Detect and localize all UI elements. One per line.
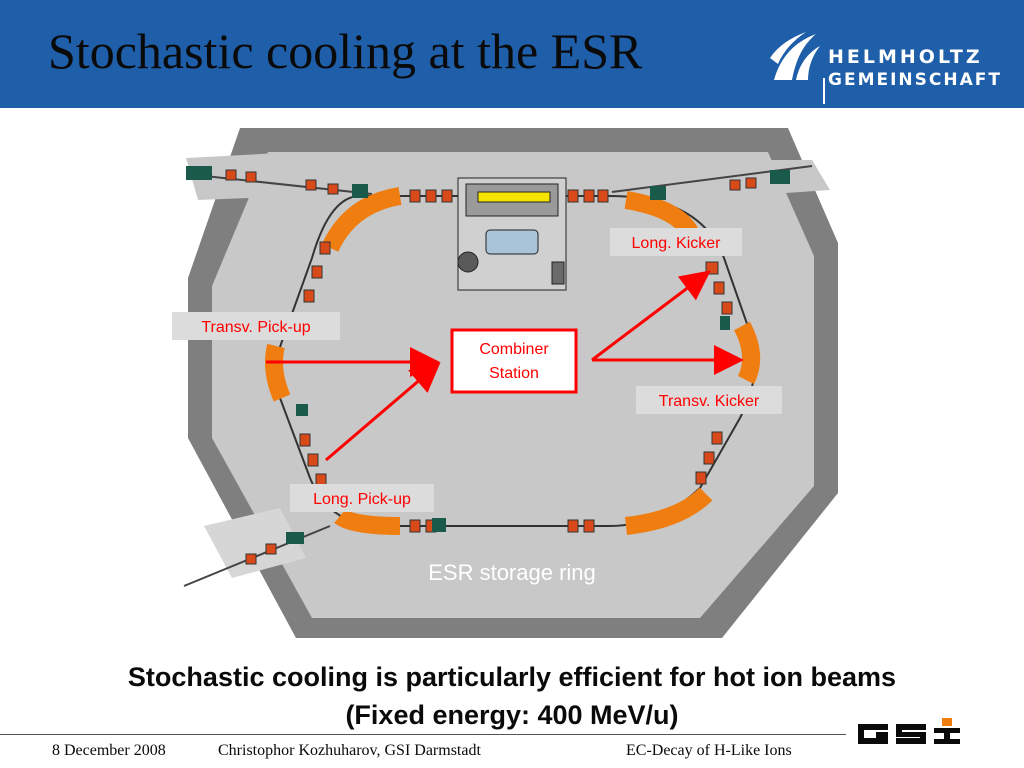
footer-author: Christophor Kozhuharov, GSI Darmstadt (218, 742, 481, 759)
caption-line1: Stochastic cooling is particularly effic… (127, 662, 897, 692)
combiner-station-box (450, 328, 578, 394)
arrow-combiner-to-long-kicker (591, 270, 711, 362)
combiner-cabinet (457, 177, 567, 291)
transv-kicker-label-bg (636, 386, 782, 414)
gsi-logo (856, 716, 966, 750)
arrow-long-pickup-to-combiner (325, 362, 441, 462)
dipole-top-left (321, 187, 402, 253)
long-pickup-label: Long. Pick-up (313, 491, 411, 508)
beamline-channel-lower-left (204, 508, 306, 578)
dipole-bottom-right (624, 487, 713, 535)
long-pickup-label-bg (290, 484, 434, 512)
signal-arrows (266, 270, 744, 462)
transv-pickup-label: Transv. Pick-up (201, 319, 310, 336)
esr-storage-ring-label: ESR storage ring (428, 560, 596, 585)
dipole-right (733, 321, 761, 385)
helmholtz-logo: HELMHOLTZ GEMEINSCHAFT (766, 22, 1006, 104)
footer-divider (0, 734, 846, 735)
transfer-line-upper-left (185, 173, 373, 195)
helmholtz-swoosh-icon (770, 32, 820, 80)
combiner-station-label-line1: Combiner (479, 341, 549, 358)
green-element-group (186, 166, 790, 544)
quadrupole-group (225, 169, 757, 565)
caption-line2: (Fixed energy: 400 MeV/u) (345, 700, 679, 730)
logo-divider (823, 78, 825, 104)
long-kicker-label-bg (610, 228, 742, 256)
esr-diagram: Combiner Station Long. Kicker Transv. Pi… (0, 108, 1024, 648)
gsi-logo-icon (858, 718, 960, 744)
footer-talk-title: EC-Decay of H-Like Ions (626, 742, 792, 759)
dipole-top-right (624, 191, 698, 238)
slide-title: Stochastic cooling at the ESR (48, 23, 643, 79)
dipole-bottom-left (334, 508, 401, 535)
transv-kicker-label: Transv. Kicker (659, 393, 760, 410)
esr-ring-figure: Combiner Station Long. Kicker Transv. Pi… (172, 128, 838, 638)
header-bar: Stochastic cooling at the ESR HELMHOLTZ … (0, 0, 1024, 108)
beamline-channel-upper-left (186, 152, 300, 200)
combiner-station-label-line2: Station (489, 365, 539, 382)
slide-caption: Stochastic cooling is particularly effic… (0, 658, 1024, 734)
transfer-line-lower-left (183, 525, 331, 587)
footer-date: 8 December 2008 (52, 742, 166, 759)
helmholtz-logo-line1: HELMHOLTZ (828, 46, 983, 68)
dipole-left (265, 343, 291, 402)
helmholtz-logo-line2: GEMEINSCHAFT (828, 70, 1002, 90)
long-kicker-label: Long. Kicker (632, 235, 722, 252)
transv-pickup-label-bg (172, 312, 340, 340)
